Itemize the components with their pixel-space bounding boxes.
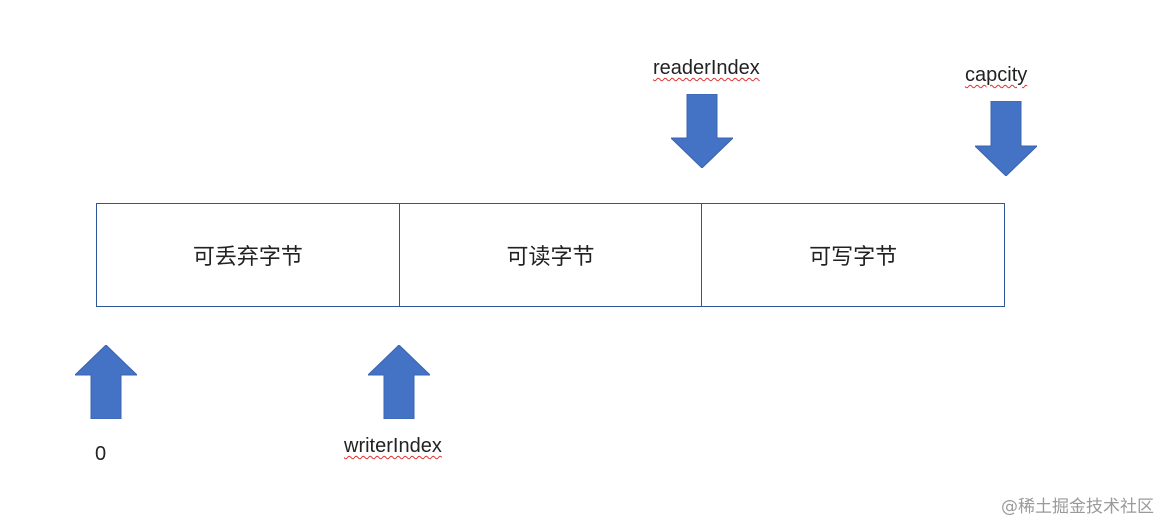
discardable-bytes-label: 可丢弃字节 <box>192 245 303 270</box>
capacity-label: capcity <box>965 64 1028 86</box>
writable-bytes-segment: 可写字节 <box>701 204 1004 306</box>
zero-label: 0 <box>95 443 107 465</box>
reader-index-down-arrow-icon <box>671 94 733 168</box>
readable-bytes-segment: 可读字节 <box>398 204 702 306</box>
reader-index-label: readerIndex <box>653 57 760 79</box>
discardable-bytes-segment: 可丢弃字节 <box>97 204 399 306</box>
byte-buffer-box: 可丢弃字节 可读字节 可写字节 <box>96 203 1005 307</box>
watermark: @稀土掘金技术社区 <box>1001 497 1154 517</box>
readable-bytes-label: 可读字节 <box>506 245 595 270</box>
capacity-down-arrow-icon <box>975 101 1037 176</box>
zero-up-arrow-icon <box>75 345 137 419</box>
writer-index-up-arrow-icon <box>368 345 430 419</box>
writable-bytes-label: 可写字节 <box>809 245 898 270</box>
writer-index-label: writerIndex <box>344 435 442 457</box>
